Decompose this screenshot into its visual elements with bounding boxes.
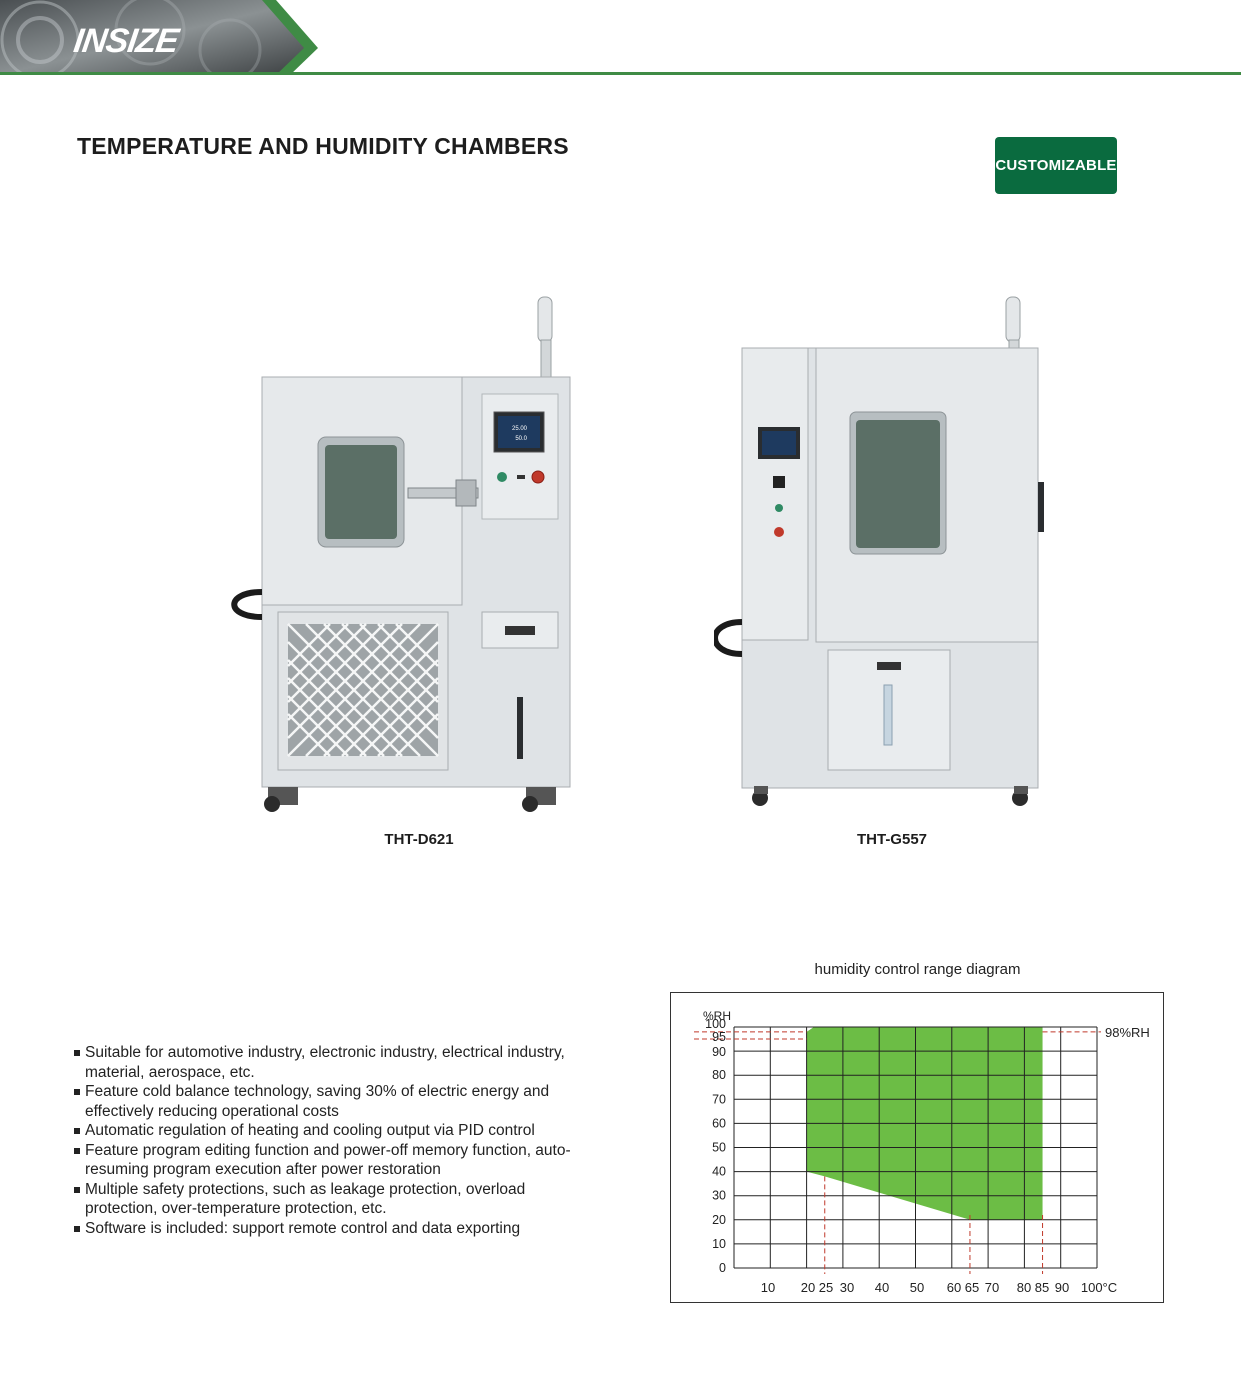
x-tick-label: 85 [1035, 1280, 1049, 1295]
feature-item: Feature program editing function and pow… [73, 1141, 593, 1180]
brand-logo: INSIZE [71, 22, 181, 60]
display-bottom-value: 50.0 [515, 436, 527, 442]
y-axis-label: %RH [703, 1009, 731, 1023]
y-tick-label: 90 [712, 1045, 726, 1059]
y-tick-label: 10 [712, 1237, 726, 1251]
product-model-label: THT-G557 [856, 831, 928, 848]
product-model-label: THT-D621 [384, 831, 454, 848]
x-tick-label: 60 [947, 1280, 961, 1295]
feature-item: Feature cold balance technology, saving … [73, 1082, 593, 1121]
x-tick-label: 50 [910, 1280, 924, 1295]
x-tick-label: 40 [875, 1280, 889, 1295]
y-tick-label: 0 [719, 1261, 726, 1275]
feature-item: Automatic regulation of heating and cool… [73, 1121, 593, 1141]
x-tick-label: 30 [840, 1280, 854, 1295]
y-tick-label: 60 [712, 1116, 726, 1130]
y-tick-label: 30 [712, 1189, 726, 1203]
product-image-tht-g557 [714, 296, 1044, 806]
header-banner [0, 0, 318, 75]
y-tick-label: 70 [712, 1092, 726, 1106]
y-tick-label: 20 [712, 1213, 726, 1227]
page-header: INSIZE [0, 0, 1241, 76]
y-tick-label: 80 [712, 1068, 726, 1082]
x-tick-label: 10 [761, 1280, 775, 1295]
x-tick-label: 80 [1017, 1280, 1031, 1295]
x-tick-label: 20 [801, 1280, 815, 1295]
product-image-tht-d621: 25.00 50.0 [231, 296, 571, 812]
x-tick-label: 65 [965, 1280, 979, 1295]
feature-item: Software is included: support remote con… [73, 1219, 593, 1239]
x-tick-label: 25 [819, 1280, 833, 1295]
feature-item: Suitable for automotive industry, electr… [73, 1043, 593, 1082]
y-tick-label: 40 [712, 1165, 726, 1179]
y-tick-label: 100 [705, 1017, 726, 1031]
chart-title: humidity control range diagram [814, 961, 1021, 978]
reference-line-label: 98%RH [1105, 1025, 1150, 1040]
feature-item: Multiple safety protections, such as lea… [73, 1180, 593, 1219]
x-tick-label: 70 [985, 1280, 999, 1295]
y-tick-label: 50 [712, 1141, 726, 1155]
x-tick-label: 90 [1055, 1280, 1069, 1295]
page-title: TEMPERATURE AND HUMIDITY CHAMBERS [77, 133, 569, 159]
customizable-badge: CUSTOMIZABLE [995, 137, 1117, 194]
display-top-value: 25.00 [512, 426, 528, 432]
feature-list: Suitable for automotive industry, electr… [73, 1043, 593, 1238]
x-tick-label: 100°C [1081, 1280, 1117, 1295]
y-tick-label: 95 [712, 1030, 726, 1044]
header-divider [0, 72, 1241, 75]
